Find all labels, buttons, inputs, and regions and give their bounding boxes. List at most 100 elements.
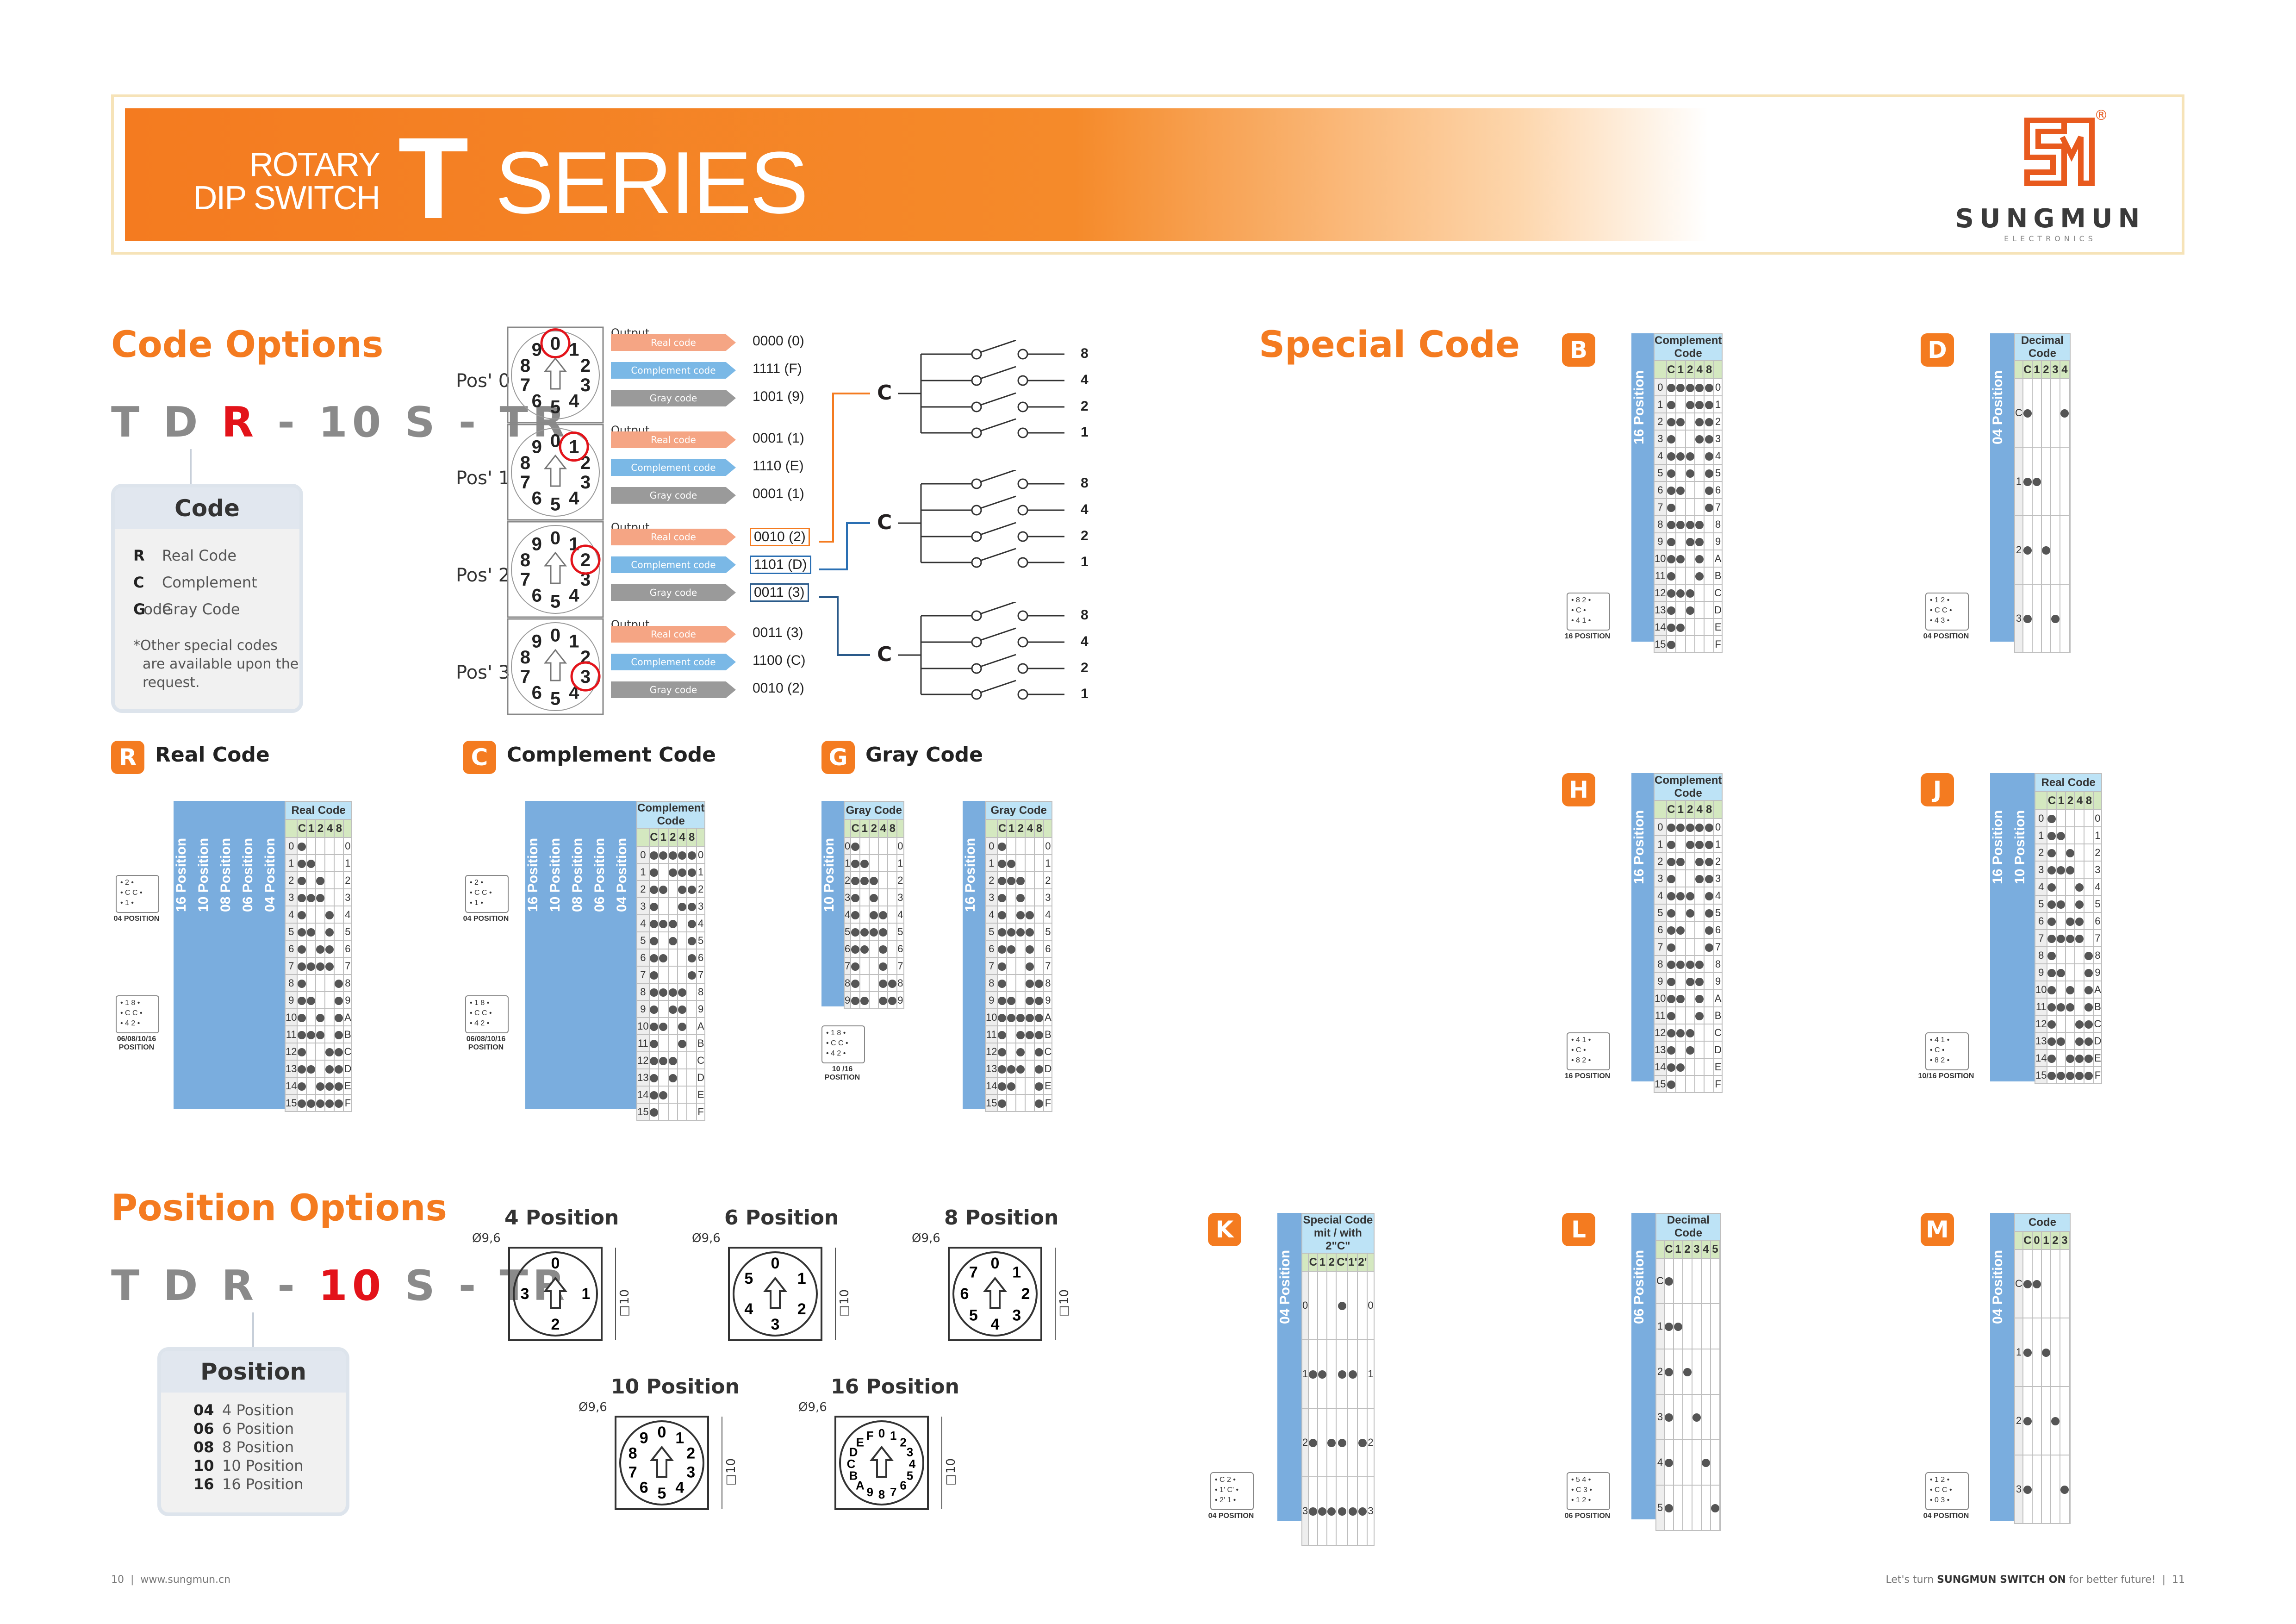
dot-mark [1016,1048,1025,1056]
dot-mark [998,962,1007,971]
dot-mark [298,945,306,954]
table-header: Complement Code [1653,333,1723,361]
dot-mark [2066,934,2075,943]
dot-mark [2023,409,2032,418]
dot-mark [1664,1277,1673,1286]
column-header: C [1666,360,1677,379]
dot-mark [1686,840,1694,849]
dot-mark [668,988,677,997]
dot-mark [1676,892,1685,900]
dot-mark [1016,911,1025,919]
dot-mark [2066,917,2075,926]
dot-mark [1007,1065,1016,1074]
dot-mark [1686,1029,1694,1037]
dot-mark [2041,1349,2050,1357]
dot-mark [2047,1020,2056,1029]
dot-mark [335,1048,343,1056]
dot-mark [316,1082,325,1091]
dot-mark [649,885,658,894]
dot-mark [998,979,1007,988]
dot-mark [2023,1349,2032,1357]
dot-mark [2075,934,2084,943]
column-header: 1 [859,819,870,838]
dot-mark [678,1022,687,1031]
dot-mark [1686,520,1694,529]
dot-mark [1676,994,1685,1003]
dot-mark [1007,876,1016,885]
dot-mark [1705,840,1713,849]
dot-mark [1667,555,1675,563]
dot-mark [1667,874,1675,883]
column-header: 2 [1685,800,1696,819]
dot-mark [2047,986,2056,994]
dot-mark [851,876,860,885]
code-legend-title: Code [115,487,299,529]
dot-mark [1667,640,1675,649]
column-header: 8 [686,828,697,847]
dot-mark [298,928,306,937]
dot-mark [1686,1046,1694,1055]
dot-mark [649,851,658,860]
logo-name: SUNGMUN [1955,204,2146,234]
dot-mark [1695,418,1704,426]
dot-mark [659,954,668,962]
column-header: C' [1336,1253,1349,1272]
dot-mark [860,876,869,885]
dot-mark [307,1065,316,1074]
dot-mark [2023,1280,2032,1289]
dot-mark [649,1022,658,1031]
dot-mark [1035,1082,1044,1091]
dot-mark [649,1056,658,1065]
dot-mark [2084,1003,2093,1012]
table-row: 1 [1655,1303,1721,1349]
dot-mark [998,945,1007,954]
dot-mark [1007,996,1016,1005]
dot-mark [316,962,325,971]
dot-mark [1664,1459,1673,1468]
dot-mark [325,1099,334,1108]
dot-mark [1016,893,1025,902]
dot-mark [2075,900,2084,909]
dot-mark [2066,1071,2075,1080]
pin-diagram: • C 2 •• 1' C' •• 2' 1 • [1210,1472,1254,1510]
column-header: 1 [1675,800,1686,819]
dot-mark [687,902,696,911]
dot-mark [668,937,677,945]
dot-mark [325,1082,334,1091]
dot-mark [1695,572,1704,581]
dot-mark [879,962,888,971]
dot-mark [2047,900,2056,909]
table-row: 4 [1655,1439,1721,1486]
dot-mark [1667,589,1675,598]
column-header: 1 [658,828,669,847]
dot-mark [1318,1370,1327,1379]
dot-mark [1695,874,1704,883]
dot-mark [1676,589,1685,598]
table-row: C [2014,378,2071,448]
dot-mark [316,1013,325,1022]
header-series-text: SERIES [495,134,809,232]
dot-mark [678,1039,687,1048]
column-header: 4 [324,819,335,838]
